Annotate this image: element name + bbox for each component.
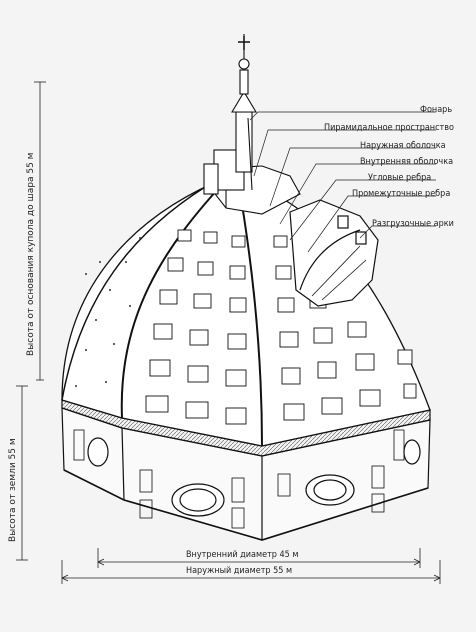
label-outer-shell: Наружная оболочка	[360, 141, 446, 151]
height-dimensions	[16, 81, 46, 561]
label-inner-shell: Внутренняя оболочка	[360, 157, 454, 167]
height-dome-label: Высота от основания купола до шара 55 м	[26, 152, 36, 356]
shell-dots	[75, 237, 141, 387]
label-intermediate-ribs: Промежуточные ребра	[352, 189, 451, 199]
inner-diameter-label: Внутренний диаметр 45 м	[186, 550, 299, 560]
lantern	[203, 34, 301, 215]
outer-diameter-label: Наружный диаметр 55 м	[186, 566, 293, 576]
height-ground-label: Высота от земли 55 м	[8, 438, 18, 542]
label-corner-ribs: Угловые ребра	[368, 173, 432, 183]
cutaway	[289, 199, 379, 307]
diameter-dimensions	[61, 548, 441, 584]
leader-lines	[249, 111, 436, 253]
label-pyramid-space: Пирамидальное пространство	[324, 123, 454, 133]
dome-panels	[145, 229, 417, 425]
label-lantern: Фонарь	[420, 105, 453, 115]
drum-base	[61, 399, 431, 541]
label-relief-arches: Разгрузочные арки	[372, 219, 454, 229]
